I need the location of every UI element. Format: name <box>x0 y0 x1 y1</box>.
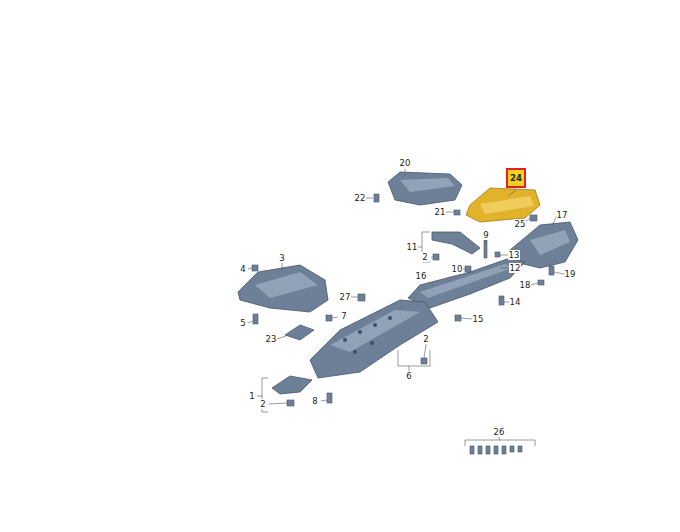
callout-number: 3 <box>278 253 285 263</box>
callout-number: 19 <box>564 269 577 279</box>
callout-number: 27 <box>339 292 352 302</box>
callout-number: 20 <box>399 158 412 168</box>
callout-number: 2 <box>421 252 428 262</box>
callout-number: 13 <box>508 250 521 260</box>
fasteners <box>252 194 554 454</box>
callout-number: 15 <box>472 314 485 324</box>
highlighted-callout: 24 <box>506 168 526 188</box>
bracket-11 <box>432 232 480 254</box>
callout-number: 23 <box>265 334 278 344</box>
panel-6 <box>310 300 438 378</box>
callout-number: 1 <box>248 391 255 401</box>
callout-number: 24 <box>508 170 524 186</box>
callout-number: 26 <box>493 427 506 437</box>
callout-number: 4 <box>239 264 246 274</box>
callout-number: 22 <box>354 193 367 203</box>
callout-number: 25 <box>514 219 527 229</box>
callout-number: 6 <box>405 371 412 381</box>
panel-1 <box>272 376 312 394</box>
panel-24 <box>466 188 540 222</box>
callout-number: 17 <box>556 210 569 220</box>
callout-number: 21 <box>434 207 447 217</box>
callout-number: 18 <box>519 280 532 290</box>
part-23 <box>285 325 314 340</box>
callout-number: 10 <box>451 264 464 274</box>
callout-number: 14 <box>509 297 522 307</box>
callout-number: 16 <box>415 271 428 281</box>
callout-number: 5 <box>239 318 246 328</box>
callout-number: 12 <box>509 263 522 273</box>
panel-20 <box>388 172 462 205</box>
panel-3 <box>238 265 328 312</box>
callout-number: 2 <box>422 334 429 344</box>
panel-12 <box>408 258 525 308</box>
callout-number: 7 <box>340 311 347 321</box>
callout-number: 8 <box>311 396 318 406</box>
callout-number: 2 <box>259 399 266 409</box>
callout-number: 9 <box>482 230 489 240</box>
callout-number: 11 <box>406 242 419 252</box>
leader-lines <box>248 169 564 446</box>
